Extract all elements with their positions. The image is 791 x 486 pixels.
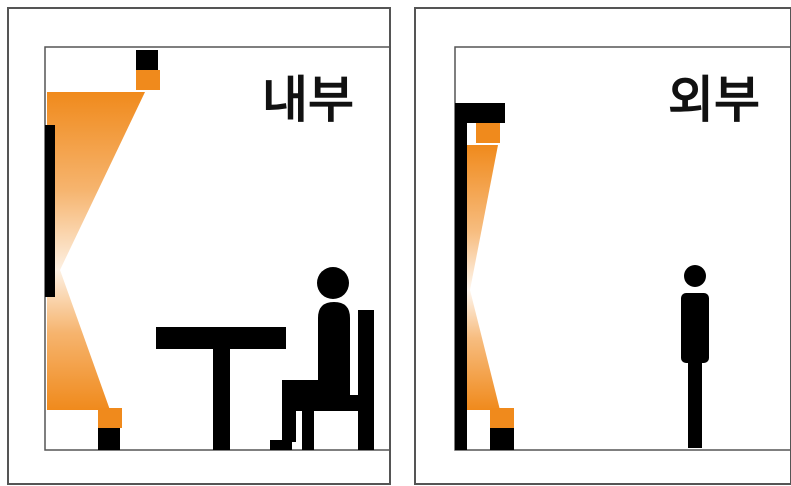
upper-fixture-lens bbox=[476, 123, 500, 143]
lower-fixture-mount bbox=[490, 428, 514, 450]
wall-panel bbox=[45, 125, 55, 297]
panel-label-interior: 내부 bbox=[262, 71, 354, 129]
panel-exterior: 외부 bbox=[415, 8, 791, 484]
seated-person-foot bbox=[270, 440, 292, 450]
lower-fixture-mount bbox=[98, 428, 120, 450]
canopy-fixture bbox=[455, 103, 505, 123]
standing-person-legs bbox=[688, 363, 702, 448]
seated-person-head bbox=[317, 267, 349, 299]
standing-person-head bbox=[684, 265, 706, 287]
lower-fixture-lens bbox=[98, 408, 122, 428]
upper-fixture-lens bbox=[136, 70, 160, 90]
upper-fixture-mount bbox=[136, 50, 158, 70]
panel-label-exterior: 외부 bbox=[668, 71, 760, 129]
lower-fixture-lens bbox=[490, 408, 514, 428]
standing-person-body bbox=[681, 293, 709, 363]
facade-wall bbox=[455, 105, 467, 450]
panel-interior: 내부 bbox=[8, 8, 390, 484]
